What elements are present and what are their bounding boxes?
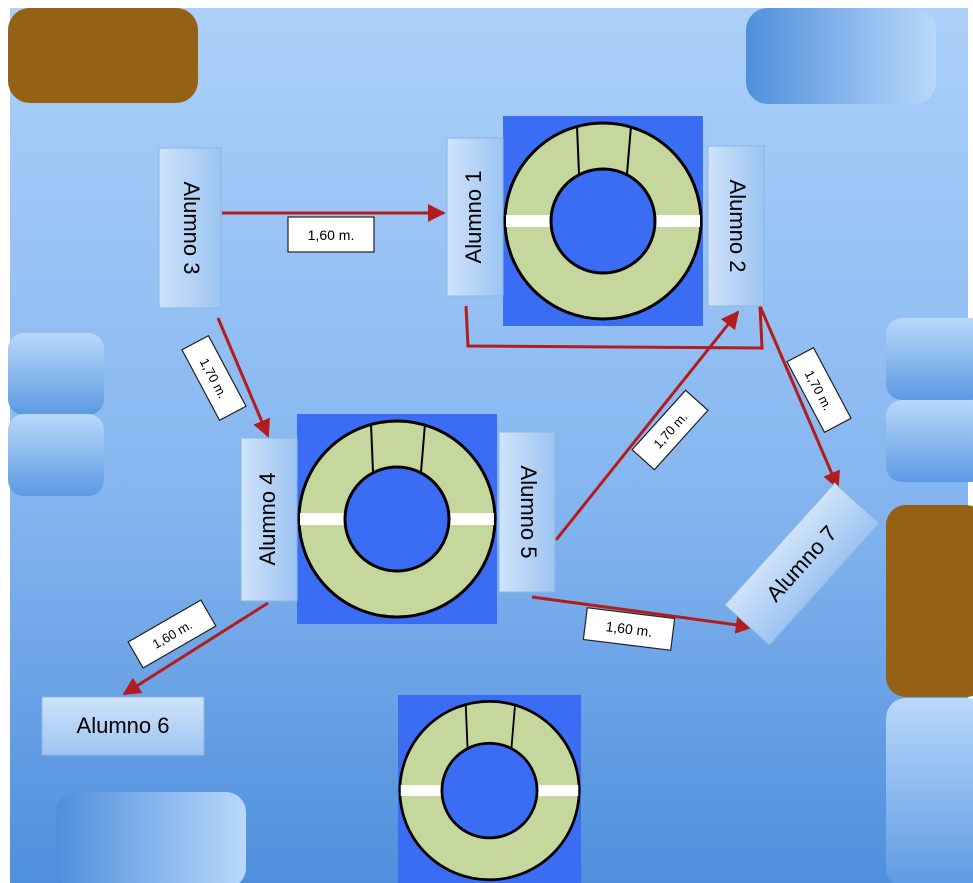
svg-text:Alumno 4: Alumno 4 — [255, 473, 280, 566]
svg-text:1,60 m.: 1,60 m. — [605, 618, 653, 640]
blue-shelf-top-right — [746, 8, 936, 104]
student-alumno-2: Alumno 2 — [707, 145, 765, 307]
connector-s1-s2 — [464, 305, 764, 350]
student-alumno-5: Alumno 5 — [498, 431, 556, 593]
student-alumno-3: Alumno 3 — [158, 147, 222, 309]
svg-text:Alumno 6: Alumno 6 — [77, 713, 170, 738]
blue-shelf-right-bottom — [886, 698, 973, 883]
blue-shelf-bottom-left — [56, 792, 246, 883]
blue-seat-right-1 — [886, 318, 973, 400]
blue-seat-left-2 — [8, 414, 104, 496]
distance-label-s5-s7: 1,60 m. — [582, 607, 676, 651]
blue-seat-left-1 — [8, 333, 104, 415]
brown-cabinet-right — [886, 505, 973, 697]
arrow-s3-to-s4 — [216, 317, 270, 438]
round-table-2 — [295, 412, 499, 626]
svg-text:Alumno 2: Alumno 2 — [725, 180, 750, 273]
distance-label-s3-s1: 1,60 m. — [287, 216, 375, 253]
student-alumno-6: Alumno 6 — [41, 696, 205, 756]
svg-text:Alumno 5: Alumno 5 — [516, 466, 541, 559]
round-table-1 — [501, 114, 705, 328]
svg-text:Alumno 1: Alumno 1 — [461, 171, 486, 264]
arrow-s2-to-s7 — [758, 305, 840, 490]
arrow-s5-to-s2 — [554, 310, 740, 541]
brown-cabinet-top-left — [8, 8, 198, 103]
student-alumno-4: Alumno 4 — [240, 437, 298, 602]
arrow-s5-to-s7 — [531, 595, 754, 634]
svg-text:1,60 m.: 1,60 m. — [308, 227, 355, 243]
arrow-s4-to-s6 — [122, 601, 269, 696]
student-alumno-1: Alumno 1 — [446, 137, 504, 297]
round-table-3 — [396, 693, 583, 883]
svg-text:Alumno 3: Alumno 3 — [179, 182, 204, 275]
blue-seat-right-2 — [886, 400, 973, 482]
